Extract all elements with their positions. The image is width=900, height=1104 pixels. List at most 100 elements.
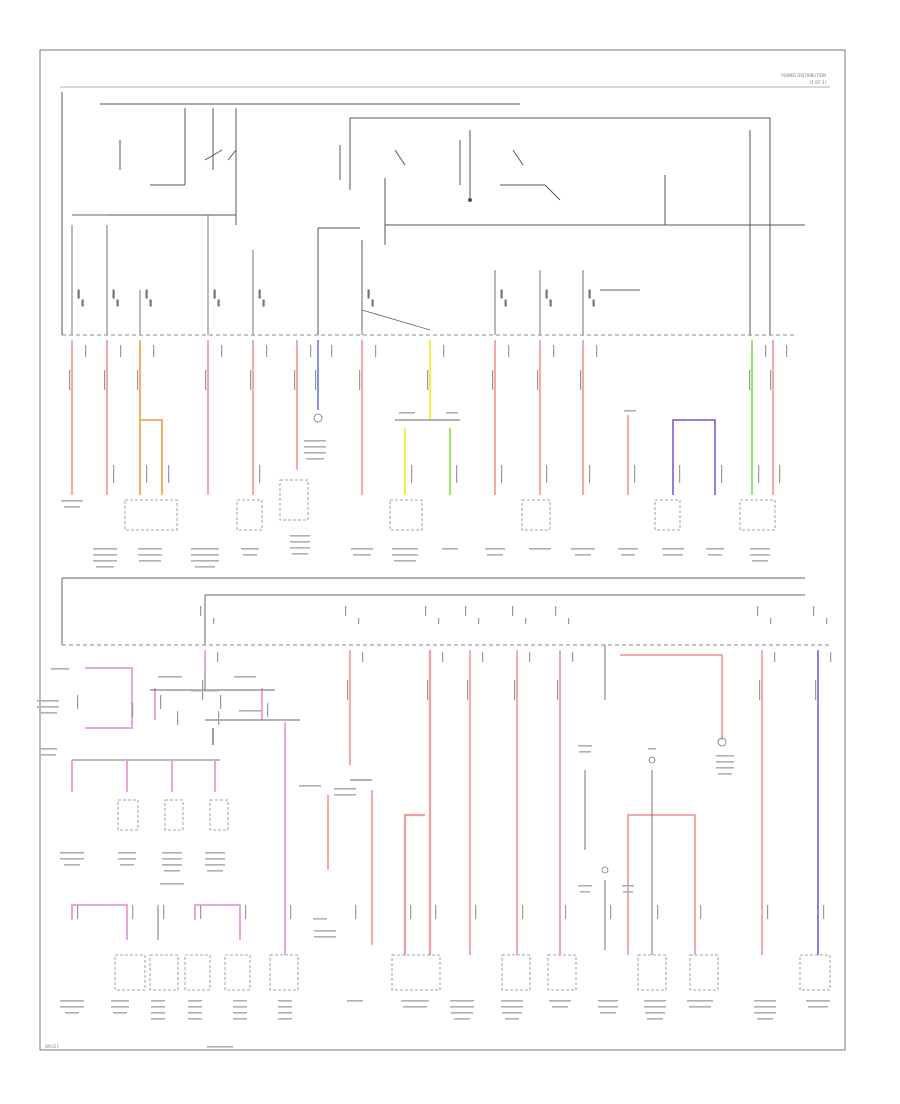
wire-code-mark — [546, 465, 548, 483]
upper-component-2 — [279, 479, 309, 521]
upper-component-3 — [389, 499, 423, 531]
lower-component-10 — [547, 954, 577, 991]
upper-caption-6-line — [306, 458, 324, 460]
upper-caption-13-line — [621, 554, 635, 556]
lower-caption-27-line — [552, 1006, 568, 1008]
lower-component-3 — [114, 954, 146, 991]
lower-caption-28-line — [600, 1012, 616, 1014]
lower-caption-3-line — [64, 864, 80, 866]
lower-caption-9-line — [158, 676, 182, 678]
upper-caption-6-line — [304, 452, 326, 454]
middle-bus-group — [61, 577, 805, 645]
lower-caption-28-line — [598, 1000, 618, 1002]
wire-code-mark — [553, 345, 555, 357]
lower-caption-4-line — [118, 858, 136, 860]
lower-caption-2-line — [40, 754, 56, 756]
wire-code-mark — [427, 680, 429, 700]
wire-code-mark — [700, 905, 702, 919]
lower-caption-21-line — [278, 1000, 292, 1002]
wire-code-mark — [514, 680, 516, 700]
wire-code-mark — [163, 905, 165, 919]
upper-caption-2-line — [139, 560, 161, 562]
ground-symbol — [717, 737, 727, 747]
lower-caption-19-line — [188, 1012, 202, 1014]
wire-code-mark — [331, 345, 333, 357]
lower-caption-26-line — [502, 1012, 522, 1014]
upper-caption-3-line — [191, 548, 219, 550]
pink-wire-left — [85, 667, 133, 729]
wire-code-mark — [355, 905, 357, 919]
wire-code-mark — [153, 345, 155, 357]
wire-code-mark — [475, 905, 477, 919]
lower-component-8 — [391, 954, 441, 991]
wire-code-mark — [294, 370, 296, 390]
lower-caption-13-line — [334, 788, 356, 790]
diagram-title-line-2: (1 OF 3) — [810, 80, 827, 85]
wire-code-mark — [492, 370, 494, 390]
upper-caption-5-line — [290, 547, 310, 549]
upper-fuse-group — [71, 214, 640, 335]
wire-code-mark — [537, 370, 539, 390]
lower-caption-17-line — [111, 1000, 129, 1002]
wire-code-mark — [137, 370, 139, 390]
wire-code-mark — [217, 652, 219, 662]
upper-caption-8-line — [392, 548, 418, 550]
upper-caption-1-line — [93, 554, 117, 556]
fuse-label-mark — [478, 618, 480, 624]
upper-caption-7-line — [351, 548, 373, 550]
top-bus-group — [61, 92, 805, 335]
fuse-label-mark — [465, 606, 467, 616]
lower-caption-19-line — [188, 1006, 202, 1008]
upper-caption-16-line — [750, 554, 770, 556]
wire-code-mark — [113, 465, 115, 483]
lower-caption-18-line — [151, 1018, 165, 1020]
fuse-label-mark — [77, 289, 80, 299]
upper-caption-16-line — [750, 548, 770, 550]
lower-caption-16-line — [65, 1012, 79, 1014]
lower-caption-11-line — [239, 710, 261, 712]
lower-caption-21-line — [278, 1018, 292, 1020]
wire-code-mark — [245, 905, 247, 919]
fuse-label-mark — [149, 299, 152, 307]
wire-code-mark — [589, 465, 591, 483]
upper-caption-5-line — [290, 535, 310, 537]
lower-caption-4-line — [118, 852, 136, 854]
lower-caption-36-line — [623, 891, 633, 893]
red-wire-405 — [403, 813, 425, 955]
wire-code-mark — [565, 905, 567, 919]
lower-caption-20-line — [233, 1006, 247, 1008]
wire-code-mark — [146, 465, 148, 483]
upper-caption-8-line — [392, 554, 418, 556]
lower-caption-26-line — [501, 1000, 523, 1002]
upper-caption-4-line — [241, 548, 259, 550]
lower-caption-3-line — [60, 858, 84, 860]
lower-caption-30-line — [689, 1006, 711, 1008]
lower-caption-32-line — [808, 1006, 828, 1008]
upper-caption-15-line — [708, 554, 722, 556]
fuse-label-mark — [770, 618, 772, 624]
wire-code-mark — [375, 345, 377, 357]
lower-caption-4-line — [120, 864, 134, 866]
wire-code-mark — [205, 370, 207, 390]
upper-component-4 — [521, 499, 551, 531]
lower-caption-22-line — [207, 1046, 233, 1048]
lower-caption-2-line — [39, 748, 57, 750]
wire-code-mark — [221, 345, 223, 357]
upper-caption-11-line — [529, 548, 551, 550]
lower-caption-6-line — [205, 864, 225, 866]
wire-code-mark — [85, 345, 87, 357]
ground-symbol — [313, 413, 323, 423]
wire-code-mark — [721, 465, 723, 483]
lower-component-7 — [269, 954, 299, 991]
wire-code-mark — [529, 652, 531, 662]
lower-caption-14-line — [313, 918, 327, 920]
upper-caption-0-line — [64, 506, 80, 508]
wire-code-mark — [200, 905, 202, 919]
wire-code-mark — [69, 370, 71, 390]
upper-caption-13-line — [618, 548, 638, 550]
wire-code-mark — [77, 695, 79, 709]
fuse-label-mark — [371, 299, 374, 307]
fuse-label-mark — [81, 299, 84, 307]
lower-caption-24-line — [401, 1000, 429, 1002]
